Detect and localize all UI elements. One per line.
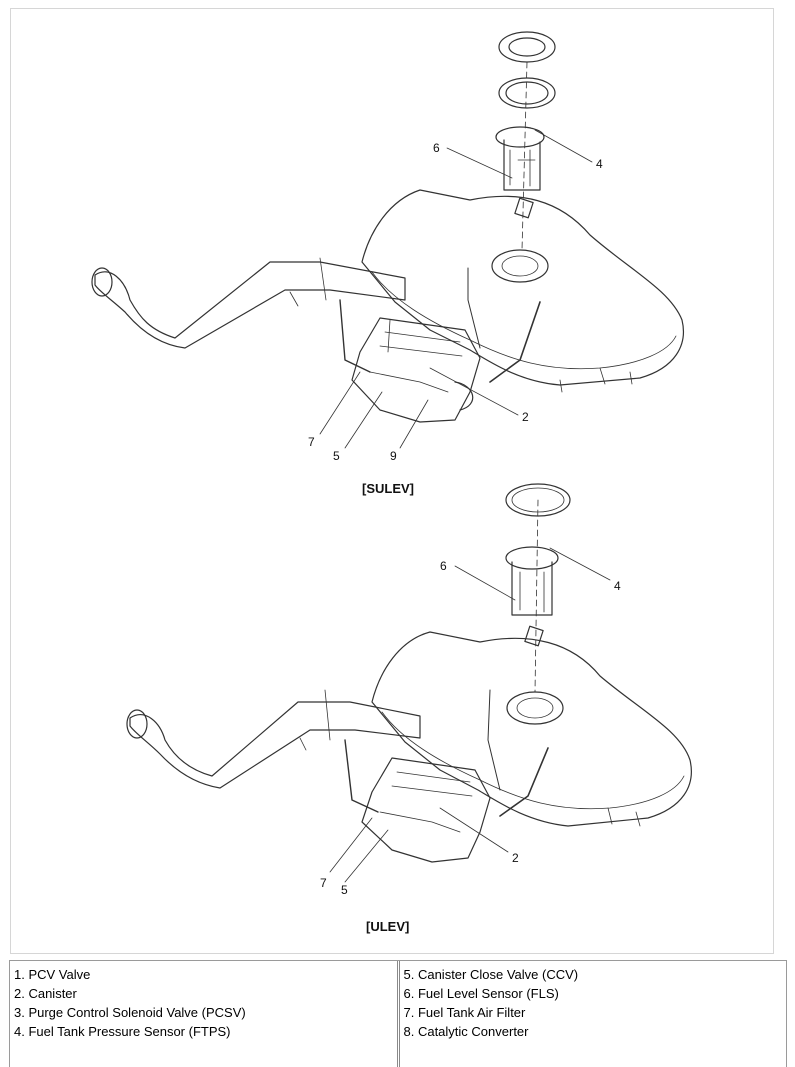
sulev-view xyxy=(91,31,684,449)
ulev-canister xyxy=(361,757,491,863)
ulev-view xyxy=(126,483,692,883)
ulev-callout-2: 2 xyxy=(512,851,519,865)
legend-item: 8. Catalytic Converter xyxy=(403,1024,529,1039)
sulev-gasket xyxy=(498,77,556,109)
sulev-pump-flange xyxy=(495,126,545,148)
ulev-callout-4: 4 xyxy=(614,579,621,593)
sulev-filler-neck xyxy=(94,261,406,349)
ulev-callout-6: 6 xyxy=(440,559,447,573)
sulev-caption: [SULEV] xyxy=(362,481,414,496)
sulev-callout-6: 6 xyxy=(433,141,440,155)
sulev-callout-4: 4 xyxy=(596,157,603,171)
sulev-callout-2: 2 xyxy=(522,410,529,424)
parts-legend: 1. PCV Valve 2. Canister 3. Purge Contro… xyxy=(9,960,787,1067)
legend-item: 5. Canister Close Valve (CCV) xyxy=(403,967,579,982)
legend-item: 3. Purge Control Solenoid Valve (PCSV) xyxy=(14,1005,246,1020)
legend-item: 6. Fuel Level Sensor (FLS) xyxy=(403,986,559,1001)
legend-item: 4. Fuel Tank Pressure Sensor (FTPS) xyxy=(14,1024,231,1039)
sulev-callout-7: 7 xyxy=(308,435,315,449)
ulev-filler-neck xyxy=(129,701,421,789)
sulev-lock-ring xyxy=(498,31,556,63)
sulev-fuel-tank xyxy=(361,189,684,386)
figure-frame xyxy=(10,8,774,954)
legend-column-right: 5. Canister Close Valve (CCV) 6. Fuel Le… xyxy=(400,961,787,1067)
legend-item: 7. Fuel Tank Air Filter xyxy=(403,1005,526,1020)
fuel-system-diagram: 6 4 2 7 5 9 [SULEV] 6 4 2 7 5 [ULEV] xyxy=(91,31,692,934)
ulev-caption: [ULEV] xyxy=(366,919,409,934)
ulev-callout-5: 5 xyxy=(341,883,348,897)
ulev-lock-ring xyxy=(505,483,571,517)
legend-item: 2. Canister xyxy=(14,986,77,1001)
ulev-callout-7: 7 xyxy=(320,876,327,890)
sulev-callout-5: 5 xyxy=(333,449,340,463)
sulev-canister xyxy=(351,317,481,423)
ulev-fuel-tank xyxy=(371,631,692,827)
legend-item: 1. PCV Valve xyxy=(14,967,91,982)
sulev-callout-9: 9 xyxy=(390,449,397,463)
ulev-pump-flange xyxy=(505,546,559,570)
legend-column-left: 1. PCV Valve 2. Canister 3. Purge Contro… xyxy=(10,961,400,1067)
